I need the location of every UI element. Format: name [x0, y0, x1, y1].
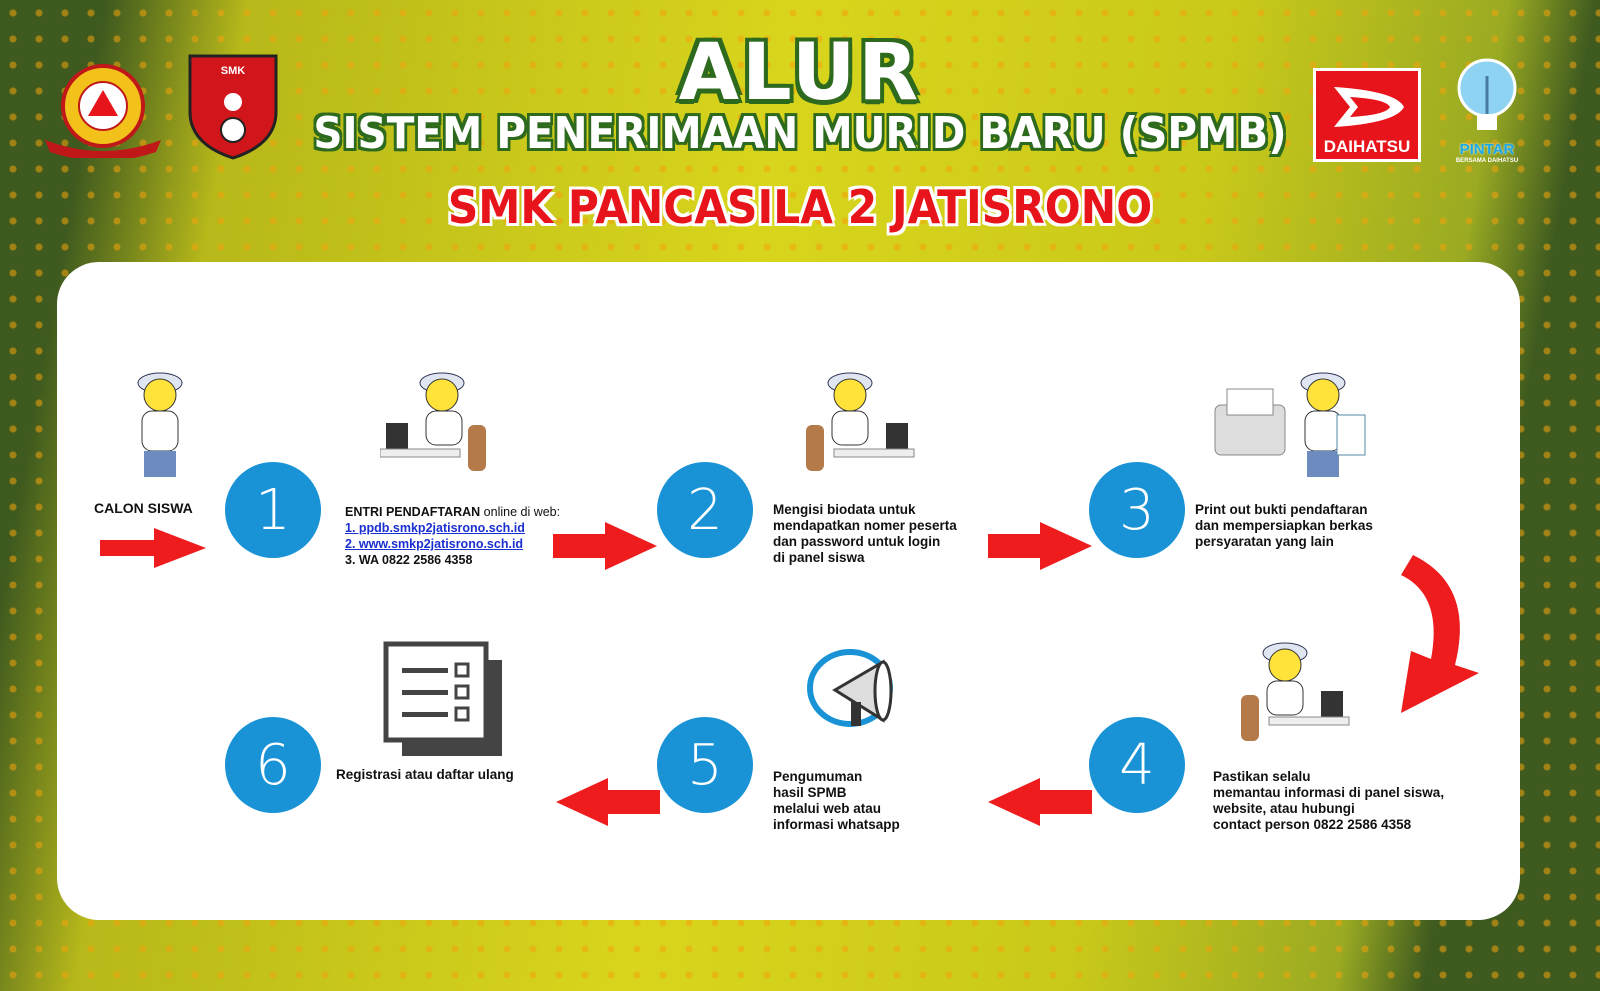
step-4-line: website, atau hubungi	[1213, 801, 1355, 816]
step-1-circle: 1	[225, 462, 321, 558]
student-figure-icon	[137, 372, 183, 477]
step-4-line: Pastikan selalu	[1213, 769, 1311, 784]
website-link[interactable]: 2. www.smkp2jatisrono.sch.id	[345, 537, 524, 551]
arrow-right-icon	[100, 528, 206, 568]
step-2-line: dan password untuk login	[773, 534, 941, 549]
pintar-label: PINTAR	[1459, 141, 1515, 158]
computer-user-icon-3	[1241, 642, 1350, 741]
svg-text:SMK: SMK	[221, 65, 246, 77]
ppdb-link[interactable]: 1. ppdb.smkp2jatisrono.sch.id	[345, 521, 525, 535]
flow-panel	[57, 262, 1520, 920]
step-2-line: di panel siswa	[773, 550, 865, 565]
page-subtitle: SISTEM PENERIMAAN MURID BARU (SPMB)	[313, 108, 1287, 159]
step-6-line: Registrasi atau daftar ulang	[336, 767, 514, 782]
step-2-line: Mengisi biodata untuk	[773, 502, 916, 517]
computer-user-icon-1	[380, 372, 486, 471]
step-1-heading-suffix: online di web:	[480, 505, 561, 519]
page-title: ALUR	[678, 28, 922, 118]
pintar-logo: PINTAR BERSAMA DAIHATSU	[1448, 56, 1526, 164]
printer-user-icon	[1214, 372, 1366, 477]
megaphone-icon	[807, 649, 893, 727]
daihatsu-label: DAIHATSU	[1323, 137, 1411, 156]
step-3-line: Print out bukti pendaftaran	[1195, 502, 1368, 517]
start-label: CALON SISWA	[94, 500, 193, 516]
step-5-line: Pengumuman	[773, 769, 863, 784]
step-2-line: mendapatkan nomer peserta	[773, 518, 957, 533]
daihatsu-mark-icon	[1334, 87, 1404, 127]
step-5-circle: 5	[657, 717, 753, 813]
arrow-left-icon	[556, 778, 660, 826]
arrow-right-icon	[988, 522, 1092, 570]
step-6-text: Registrasi atau daftar ulang	[336, 767, 514, 783]
step-4-circle: 4	[1089, 717, 1185, 813]
yayasan-logo	[45, 64, 161, 158]
checklist-icon	[383, 641, 502, 756]
step-5-line: hasil SPMB	[773, 785, 847, 800]
step-5-line: informasi whatsapp	[773, 817, 900, 832]
step-4-line: contact person 0822 2586 4358	[1213, 817, 1412, 832]
school-name: SMK PANCASILA 2 JATISRONO	[447, 180, 1153, 234]
pintar-sub-label: BERSAMA DAIHATSU	[1455, 158, 1519, 164]
whatsapp-contact: 3. WA 0822 2586 4358	[345, 553, 473, 567]
step-1-heading: ENTRI PENDAFTARAN	[345, 505, 481, 519]
arrow-right-icon	[553, 522, 657, 570]
step-3-line: dan mempersiapkan berkas	[1195, 518, 1373, 533]
step-2-circle: 2	[657, 462, 753, 558]
arrow-curved-down-icon	[1401, 555, 1479, 713]
smk-logo: SMK	[188, 54, 278, 160]
lightbulb-icon	[1457, 58, 1517, 130]
step-1-text: ENTRI PENDAFTARAN online di web: 1. ppdb…	[345, 504, 560, 568]
step-4-line: memantau informasi di panel siswa,	[1213, 785, 1445, 800]
computer-user-icon-2	[806, 372, 915, 471]
step-3-circle: 3	[1089, 462, 1185, 558]
step-3-line: persyaratan yang lain	[1195, 534, 1334, 549]
arrow-left-icon	[988, 778, 1092, 826]
daihatsu-logo: DAIHATSU	[1313, 68, 1421, 162]
step-5-line: melalui web atau	[773, 801, 882, 816]
step-6-circle: 6	[225, 717, 321, 813]
